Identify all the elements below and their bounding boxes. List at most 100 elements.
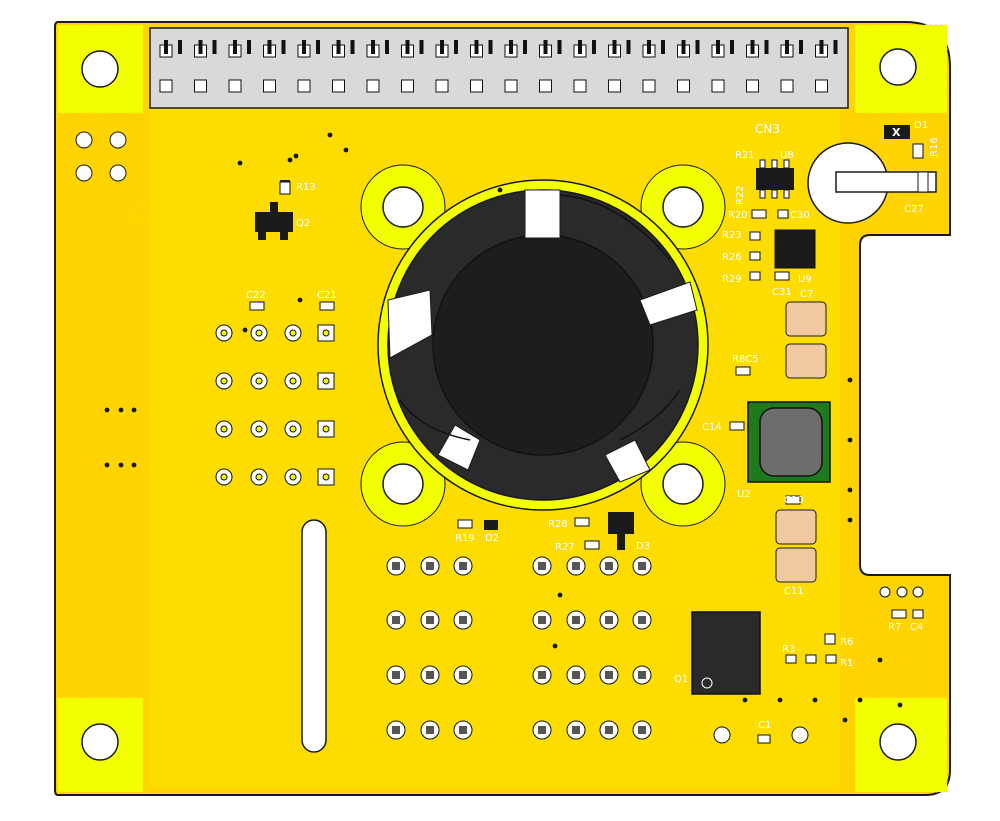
header-pin-post: [578, 40, 582, 54]
header-pin-post: [764, 40, 769, 54]
pad-drill: [322, 329, 330, 337]
pad-drill: [322, 377, 330, 385]
fan-mount-rings: [360, 164, 726, 527]
pad-drill: [538, 562, 546, 570]
via: [842, 717, 848, 723]
pad-drill: [572, 562, 580, 570]
header-pin-post: [799, 40, 803, 54]
pad-drill: [459, 726, 467, 734]
label-d3: D3: [636, 541, 650, 552]
pad-drill: [605, 671, 613, 679]
header-pin-post: [474, 40, 479, 54]
via: [877, 657, 883, 663]
header-pin: [470, 79, 483, 93]
header-pin: [228, 79, 242, 93]
header-pin-post: [316, 40, 320, 54]
via: [242, 327, 248, 333]
pad-grid-bottom: [386, 556, 652, 740]
pad-drill: [638, 671, 646, 679]
pad-drill: [255, 377, 263, 385]
pad-drill: [538, 671, 546, 679]
pad-drill: [459, 671, 467, 679]
pad-drill: [289, 329, 297, 337]
via: [557, 592, 563, 598]
header-pin-post: [523, 40, 527, 54]
label-r20: R20: [728, 210, 748, 221]
header-pin: [608, 79, 621, 93]
header-pins: [159, 40, 838, 93]
pad-drill: [605, 726, 613, 734]
pad-drill: [459, 616, 467, 624]
label-r21: R21: [735, 150, 755, 161]
pad-drill: [289, 377, 297, 385]
pad-drill: [572, 726, 580, 734]
header-pin: [677, 79, 690, 93]
header-pin-post: [281, 40, 286, 54]
label-u2: U2: [737, 489, 751, 500]
coin-cell: [807, 142, 937, 224]
via: [897, 702, 903, 708]
via: [327, 132, 333, 138]
pad-drill: [538, 616, 546, 624]
via: [118, 407, 124, 413]
header-pin: [711, 79, 725, 93]
header-pin-post: [647, 40, 651, 54]
label-r29: R29: [722, 274, 742, 285]
pad-drill: [289, 425, 297, 433]
header-pin: [573, 79, 587, 93]
pad-drill: [392, 616, 400, 624]
pad-drill: [538, 726, 546, 734]
header-pin: [366, 79, 380, 93]
header-pin-post: [509, 40, 513, 54]
header-pin: [815, 79, 828, 93]
header-pin-post: [716, 40, 720, 54]
pad-drill: [220, 425, 228, 433]
pad-drill: [255, 425, 263, 433]
label-u9: U9: [798, 274, 812, 285]
header-pin: [194, 79, 207, 93]
label-r26: R26: [722, 252, 742, 263]
header-pin-post: [488, 40, 493, 54]
header-pin: [401, 79, 414, 93]
header-pin: [263, 79, 276, 93]
via: [104, 407, 110, 413]
label-c30: C30: [790, 210, 810, 221]
mounting-hole-tr: [879, 48, 917, 86]
board-slot: [301, 519, 327, 753]
inductor-u2: [747, 401, 831, 483]
header-pin-post: [405, 40, 410, 54]
label-c31: C31: [772, 287, 792, 298]
header-pin-post: [198, 40, 203, 54]
header-pin-post: [833, 40, 838, 54]
label-q1: Q1: [674, 674, 688, 685]
svg-text:X: X: [892, 126, 901, 139]
label-q2: Q2: [296, 218, 310, 229]
header-pin-post: [750, 40, 755, 54]
label-c10: C10: [784, 495, 804, 506]
label-c22: C22: [246, 290, 266, 301]
header-pin-post: [612, 40, 617, 54]
label-r7: R7: [888, 622, 901, 633]
capacitor-c7: [785, 301, 827, 379]
pad-drill: [426, 671, 434, 679]
pad-drill: [459, 562, 467, 570]
via: [343, 147, 349, 153]
header-pin-post: [350, 40, 355, 54]
small-components: [131, 143, 924, 744]
header-pin-post: [592, 40, 596, 54]
via: [497, 187, 503, 193]
header-pin-post: [557, 40, 562, 54]
via: [552, 643, 558, 649]
via: [847, 487, 853, 493]
header-pin-post: [730, 40, 734, 54]
label-c14: C14: [702, 422, 722, 433]
pad-drill: [255, 329, 263, 337]
header-pin: [780, 79, 794, 93]
d1-diode: X: [884, 125, 910, 139]
via: [847, 377, 853, 383]
silkscreen-labels: R13 Q2 C22 C21 R19 D2 R28 R27 D3 R21 U8 …: [246, 120, 940, 731]
header-pin-post: [212, 40, 217, 54]
header-pin: [297, 79, 311, 93]
header-pin-post: [178, 40, 182, 54]
